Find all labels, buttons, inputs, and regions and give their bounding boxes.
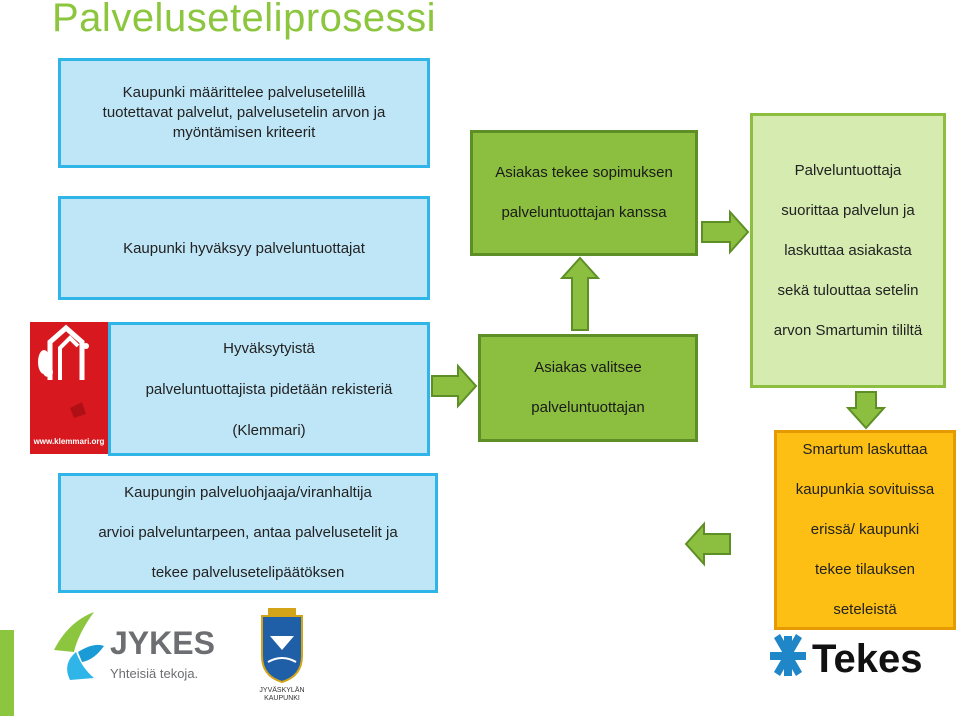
client-chooses-box: Asiakas valitsee palveluntuottajan xyxy=(478,334,698,442)
klemmari-url: www.klemmari.org xyxy=(33,437,105,446)
box-line: Palveluntuottaja xyxy=(794,161,902,179)
arrow-right-contract-to-provider xyxy=(701,209,750,255)
client-contract-box: Asiakas tekee sopimuksen palveluntuottaj… xyxy=(470,130,698,256)
box-line: Hyväksytyistä xyxy=(223,339,315,357)
city-approves-box: Kaupunki hyväksyy palveluntuottajat xyxy=(58,196,430,300)
box-line: kaupunkia sovituissa xyxy=(795,481,935,498)
box-line: seteleistä xyxy=(833,601,897,618)
tekes-logo: Tekes xyxy=(770,634,922,681)
registry-box: Hyväksytyistä palveluntuottajista pidetä… xyxy=(108,322,430,456)
arrow-right-registry-to-choose xyxy=(431,363,478,409)
left-accent-bar xyxy=(0,630,14,716)
box-line: palveluntuottajan kanssa xyxy=(501,204,667,221)
box-line: erissä/ kaupunki xyxy=(810,521,920,538)
page-title: Palveluseteliprosessi xyxy=(52,0,437,40)
box-line: palveluntuottajista pidetään rekisteriä xyxy=(145,380,393,398)
box-line: arvioi palveluntarpeen, antaa palveluset… xyxy=(98,524,398,541)
box-line: tekee palvelusetelipäätöksen xyxy=(151,564,345,581)
box-line: Kaupungin palveluohjaaja/viranhaltija xyxy=(124,484,372,501)
jykes-name: JYKES xyxy=(110,625,215,661)
box-line: suorittaa palvelun ja xyxy=(781,201,915,219)
box-line: (Klemmari) xyxy=(232,421,306,439)
box-line: Kaupunki hyväksyy palveluntuottajat xyxy=(123,239,365,257)
klemmari-logo: www.klemmari.org xyxy=(30,322,108,454)
box-line: Smartum laskuttaa xyxy=(802,441,928,458)
smartum-box: Smartum laskuttaa kaupunkia sovituissa e… xyxy=(774,430,956,630)
arrow-left-smartum-to-city xyxy=(684,521,731,567)
jyvaskyla-crest-logo: JYVÄSKYLÄN KAUPUNKI xyxy=(259,608,305,702)
box-line: Asiakas valitsee xyxy=(534,359,642,376)
box-line: tekee tilauksen xyxy=(814,561,916,578)
box-line: palveluntuottajan xyxy=(531,399,645,416)
box-line: tuotettavat palvelut, palvelusetelin arv… xyxy=(102,104,386,121)
box-line: Kaupunki määrittelee palvelusetelillä xyxy=(122,84,366,101)
box-line: Asiakas tekee sopimuksen xyxy=(495,164,673,181)
jykes-slogan: Yhteisiä tekoja. xyxy=(110,666,198,681)
arrow-up-choose-to-contract xyxy=(559,256,601,331)
officer-box: Kaupungin palveluohjaaja/viranhaltija ar… xyxy=(58,473,438,593)
tekes-wordmark: Tekes xyxy=(812,637,922,681)
jykes-logo: JYKES Yhteisiä tekoja. xyxy=(54,612,215,681)
box-line: laskuttaa asiakasta xyxy=(784,241,912,259)
box-line: sekä tulouttaa setelin xyxy=(777,281,919,299)
city-defines-box: Kaupunki määrittelee palvelusetelillä tu… xyxy=(58,58,430,168)
crest-line1: JYVÄSKYLÄN xyxy=(259,686,304,694)
arrow-down-provider-to-smartum xyxy=(845,391,887,430)
crest-line2: KAUPUNKI xyxy=(264,695,300,702)
box-line: arvon Smartumin tililtä xyxy=(773,321,923,339)
provider-box: Palveluntuottaja suorittaa palvelun ja l… xyxy=(750,113,946,388)
box-line: myöntämisen kriteerit xyxy=(172,124,316,141)
